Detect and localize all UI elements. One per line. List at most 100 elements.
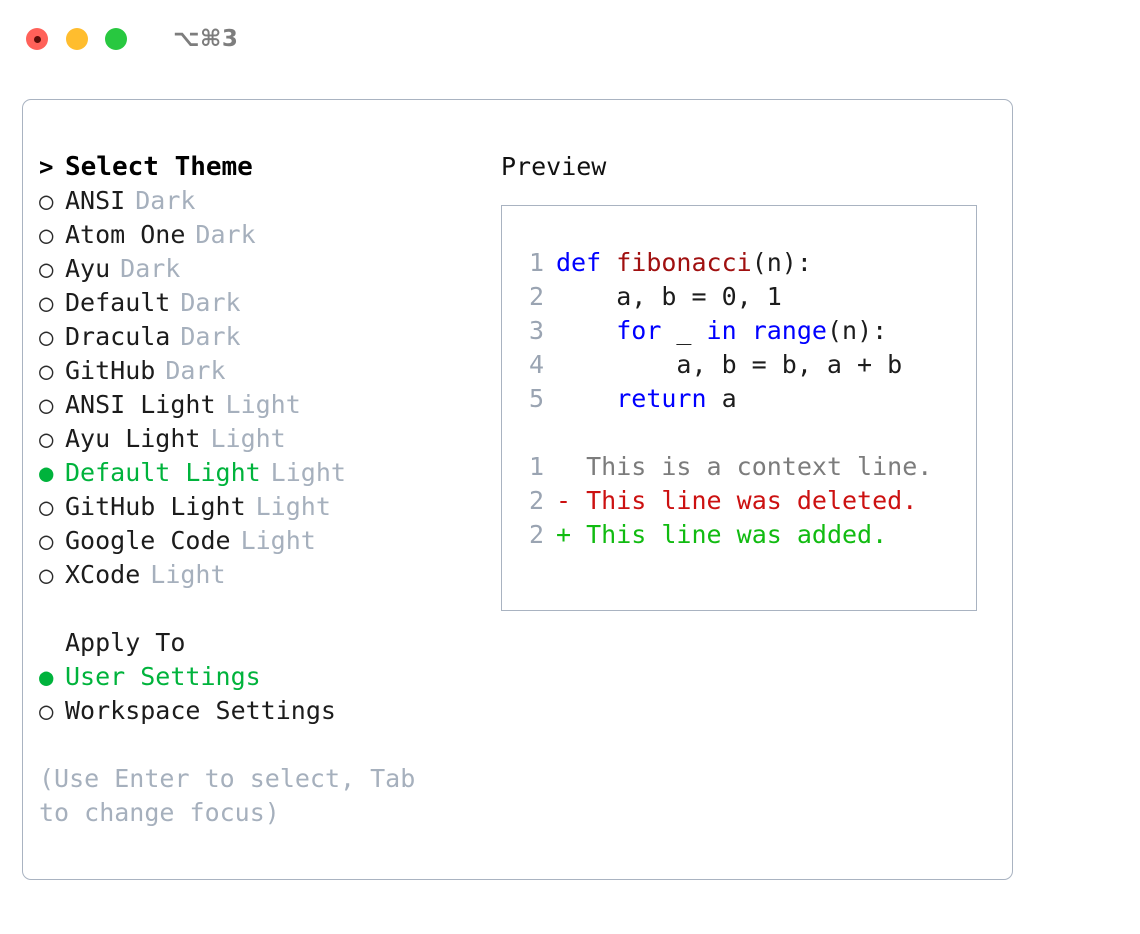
apply-to-option-row[interactable]: ● User Settings <box>39 660 489 694</box>
select-theme-header-label: Select Theme <box>65 152 253 182</box>
theme-variant-tag: Light <box>270 458 346 487</box>
diff-line: 2- This line was deleted. <box>516 484 932 518</box>
theme-option-row[interactable]: ● Default Light Light <box>39 456 489 490</box>
radio-unselected-icon[interactable]: ○ <box>39 187 54 215</box>
titlebar: ⌥⌘3 <box>0 0 1140 78</box>
diff-marker: - <box>556 486 572 515</box>
theme-variant-tag: Light <box>225 390 301 419</box>
theme-option-label: Google Code <box>65 526 231 555</box>
close-button[interactable] <box>26 28 48 50</box>
diff-line-number: 1 <box>528 452 544 481</box>
code-line-text: a, b = 0, 1 <box>556 280 782 314</box>
theme-option-label: Atom One <box>65 220 186 249</box>
code-token-plain: (n): <box>826 316 888 345</box>
radio-unselected-icon[interactable]: ○ <box>39 323 54 351</box>
apply-to-header: ○ Apply To <box>39 626 489 660</box>
keyboard-shortcut-label: ⌥⌘3 <box>173 26 239 52</box>
preview-title: Preview <box>501 152 607 181</box>
radio-selected-icon[interactable]: ● <box>39 663 54 691</box>
close-icon <box>33 35 41 43</box>
code-line-text: return a <box>556 382 737 416</box>
theme-option-row[interactable]: ○ ANSI Light Light <box>39 388 489 422</box>
diff-line-number: 2 <box>528 486 544 515</box>
theme-option-row[interactable]: ○ Google Code Light <box>39 524 489 558</box>
radio-unselected-icon[interactable]: ○ <box>39 527 54 555</box>
radio-unselected-icon[interactable]: ○ <box>39 425 54 453</box>
theme-variant-tag: Dark <box>120 254 181 283</box>
theme-option-label: Ayu <box>65 254 111 283</box>
theme-option-label: Ayu Light <box>65 424 201 453</box>
theme-variant-tag: Light <box>150 560 226 589</box>
diff-line-text: This line was deleted. <box>586 486 918 515</box>
apply-to-option-label: User Settings <box>65 662 261 691</box>
theme-option-label: XCode <box>65 560 141 589</box>
theme-option-row[interactable]: ○ GitHub Dark <box>39 354 489 388</box>
diff-line-text: This line was added. <box>586 520 888 549</box>
radio-selected-icon[interactable]: ● <box>39 459 54 487</box>
theme-variant-tag: Light <box>255 492 331 521</box>
code-token-kw: for <box>616 316 662 345</box>
diff-line-text: This is a context line. <box>586 452 933 481</box>
code-token-plain <box>556 384 616 413</box>
theme-variant-tag: Light <box>210 424 286 453</box>
radio-unselected-icon[interactable]: ○ <box>39 221 54 249</box>
apply-to-option-label: Workspace Settings <box>65 696 336 725</box>
code-token-kw: return <box>616 384 707 413</box>
code-token-plain: _ <box>661 316 707 345</box>
theme-option-label: ANSI Light <box>65 390 216 419</box>
apply-to-option-list: ● User Settings ○ Workspace Settings <box>39 660 489 728</box>
theme-option-label: GitHub <box>65 356 156 385</box>
theme-option-row[interactable]: ○ GitHub Light Light <box>39 490 489 524</box>
theme-option-row[interactable]: ○ XCode Light <box>39 558 489 592</box>
theme-variant-tag: Light <box>240 526 316 555</box>
keyboard-hint-text: (Use Enter to select, Tab to change focu… <box>39 764 416 827</box>
prompt-caret-icon: > <box>39 153 54 181</box>
theme-option-label: GitHub Light <box>65 492 246 521</box>
radio-unselected-icon[interactable]: ○ <box>39 391 54 419</box>
code-line: 3 for _ in range(n): <box>516 314 932 348</box>
code-line: 4 a, b = b, a + b <box>516 348 932 382</box>
select-theme-header: > Select Theme <box>39 150 489 184</box>
code-line-number: 4 <box>528 350 544 379</box>
code-token-kw: def <box>556 248 617 277</box>
diff-marker: + <box>556 520 572 549</box>
apply-to-option-row[interactable]: ○ Workspace Settings <box>39 694 489 728</box>
theme-variant-tag: Dark <box>165 356 226 385</box>
code-line-number: 5 <box>528 384 544 413</box>
theme-variant-tag: Dark <box>135 186 196 215</box>
code-diff-separator <box>516 416 932 450</box>
diff-marker <box>556 450 571 484</box>
diff-marker-gap <box>571 518 586 552</box>
radio-unselected-icon[interactable]: ○ <box>39 357 54 385</box>
diff-line: 1 This is a context line. <box>516 450 932 484</box>
code-line-number: 1 <box>528 248 544 277</box>
radio-unselected-icon[interactable]: ○ <box>39 289 54 317</box>
diff-line-number: 2 <box>528 520 544 549</box>
minimize-button[interactable] <box>66 28 88 50</box>
theme-option-label: Dracula <box>65 322 171 351</box>
radio-unselected-icon[interactable]: ○ <box>39 561 54 589</box>
theme-option-label: Default Light <box>65 458 261 487</box>
theme-option-row[interactable]: ○ Ayu Light Light <box>39 422 489 456</box>
radio-unselected-icon[interactable]: ○ <box>39 697 54 725</box>
code-token-plain: a <box>706 384 737 413</box>
radio-unselected-icon[interactable]: ○ <box>39 255 54 283</box>
theme-option-label: Default <box>65 288 171 317</box>
radio-unselected-icon[interactable]: ○ <box>39 493 54 521</box>
diff-line: 2 + This line was added. <box>516 518 932 552</box>
theme-option-row[interactable]: ○ Ayu Dark <box>39 252 489 286</box>
code-token-kw: range <box>751 316 827 345</box>
maximize-button[interactable] <box>105 28 127 50</box>
code-line-number: 3 <box>528 316 544 345</box>
